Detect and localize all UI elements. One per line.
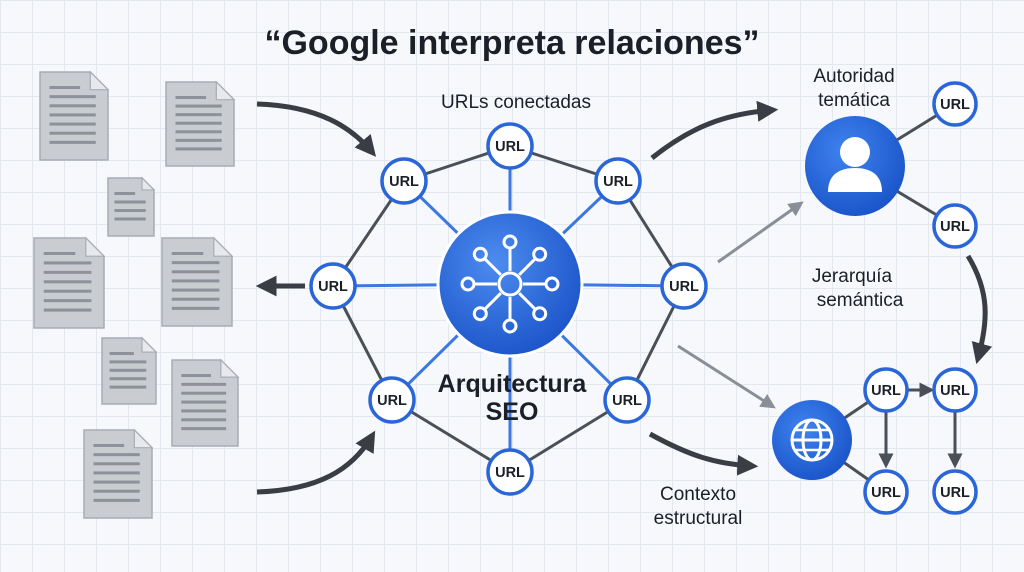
- arrow-to-globe: [677, 344, 776, 409]
- label-autoridad: Autoridad: [813, 66, 894, 87]
- url-node-label: URL: [940, 219, 970, 235]
- arrow-to-autoridad: [650, 100, 779, 160]
- label-contexto: Contexto: [660, 484, 736, 505]
- globe-icon: [772, 400, 852, 480]
- url-node: URL: [368, 376, 416, 424]
- url-node: URL: [932, 367, 978, 413]
- document-icon: [171, 358, 240, 447]
- label-semantica: semántica: [817, 290, 904, 311]
- label-jerarquia: Jerarquía: [812, 266, 893, 287]
- user-icon: [805, 116, 905, 216]
- arrow-jerarquia-down: [965, 254, 993, 365]
- arrow-into-network-top: [256, 101, 377, 157]
- url-node-label: URL: [377, 393, 407, 409]
- url-node-label: URL: [612, 393, 642, 409]
- url-node-label: URL: [871, 485, 901, 501]
- url-node: URL: [932, 81, 978, 127]
- url-node-label: URL: [495, 139, 525, 155]
- label-tematica: temática: [818, 90, 890, 111]
- url-node-label: URL: [940, 383, 970, 399]
- url-node: URL: [863, 367, 909, 413]
- url-node-label: URL: [495, 465, 525, 481]
- url-node: URL: [932, 203, 978, 249]
- url-side-nodes: URL URL URL URL URL URL: [863, 81, 978, 515]
- url-node: URL: [594, 157, 642, 205]
- arrow-to-user: [717, 201, 804, 264]
- url-node-label: URL: [318, 279, 348, 295]
- document-icon: [39, 70, 110, 161]
- document-stack: [33, 70, 240, 519]
- url-node-label: URL: [940, 97, 970, 113]
- label-estructural: estructural: [654, 508, 743, 529]
- arrow-to-contexto: [648, 431, 759, 476]
- url-node-label: URL: [940, 485, 970, 501]
- document-icon: [101, 336, 158, 405]
- url-node-label: URL: [669, 279, 699, 295]
- url-node-label: URL: [389, 174, 419, 190]
- url-node-label: URL: [603, 174, 633, 190]
- network-hub-icon: [436, 210, 584, 358]
- url-node: URL: [380, 157, 428, 205]
- url-node-label: URL: [871, 383, 901, 399]
- page-title: “Google interpreta relaciones”: [264, 24, 759, 62]
- document-icon: [161, 236, 234, 327]
- url-node: URL: [660, 262, 708, 310]
- url-node: URL: [863, 469, 909, 515]
- url-node: URL: [486, 448, 534, 496]
- url-node: URL: [309, 262, 357, 310]
- label-urls-conectadas: URLs conectadas: [441, 92, 591, 113]
- url-node: URL: [486, 122, 534, 170]
- document-icon: [107, 176, 156, 237]
- document-icon: [165, 80, 236, 167]
- label-seo: SEO: [486, 398, 539, 426]
- document-icon: [83, 428, 154, 519]
- arrow-into-network-bottom: [256, 430, 376, 495]
- url-node: URL: [603, 376, 651, 424]
- document-icon: [33, 236, 106, 329]
- url-ring-nodes: URL URL URL URL URL URL URL URL: [309, 122, 708, 496]
- url-node: URL: [932, 469, 978, 515]
- label-arquitectura: Arquitectura: [438, 370, 588, 398]
